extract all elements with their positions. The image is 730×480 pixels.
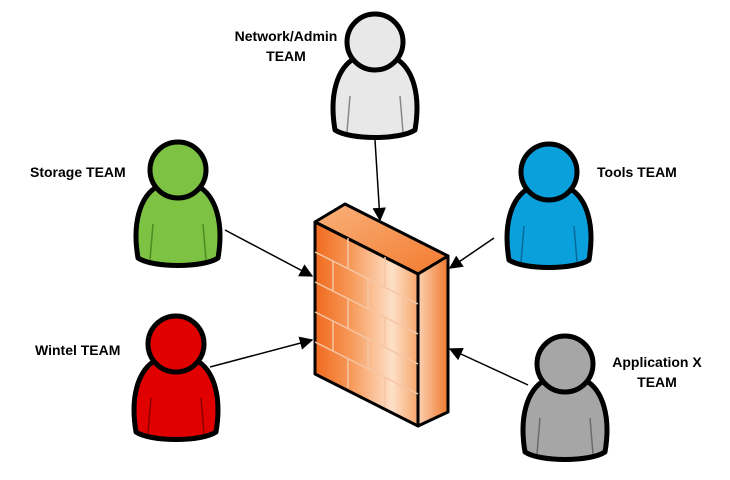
tools-team-person-icon <box>504 141 594 270</box>
network-admin-team-person-icon <box>330 11 420 140</box>
arrow-network-admin-to-firewall <box>372 139 386 222</box>
wintel-team-label: Wintel TEAM <box>35 340 120 360</box>
storage-team-label: Storage TEAM <box>30 162 126 182</box>
application-x-team-label-line2: TEAM <box>637 374 677 390</box>
network-admin-team-label: Network/Admin TEAM <box>226 26 346 66</box>
storage-team-person-icon <box>133 139 223 268</box>
application-x-team-person-icon <box>520 333 610 462</box>
application-x-team-label: Application X TEAM <box>602 352 712 392</box>
tools-team-label-text: Tools TEAM <box>597 164 677 180</box>
arrow-wintel-to-firewall <box>209 336 314 368</box>
application-x-team-label-line1: Application X <box>612 354 702 370</box>
arrow-application-x-to-firewall <box>448 347 529 386</box>
storage-team-label-text: Storage TEAM <box>30 164 126 180</box>
wintel-team-label-text: Wintel TEAM <box>35 342 121 358</box>
arrow-tools-to-firewall <box>448 237 495 269</box>
person-body <box>330 55 420 140</box>
tools-team-label: Tools TEAM <box>597 162 677 182</box>
network-admin-team-label-line2: TEAM <box>266 48 306 64</box>
arrow-storage-to-firewall <box>224 229 314 277</box>
wintel-team-person-icon <box>131 313 221 442</box>
network-admin-team-label-line1: Network/Admin <box>234 28 338 44</box>
person-head <box>344 11 406 73</box>
firewall-icon <box>313 202 450 428</box>
